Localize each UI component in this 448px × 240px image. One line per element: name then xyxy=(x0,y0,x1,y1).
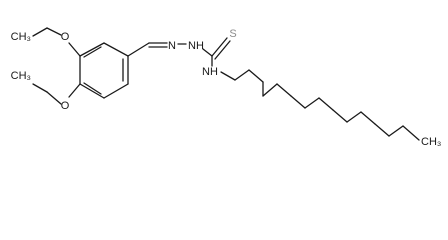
oxygen-atom-top: O xyxy=(61,31,70,43)
aryl-oxygen-bond xyxy=(68,83,81,98)
ring-bond xyxy=(79,42,105,57)
benzene-ring xyxy=(79,42,129,99)
sulfur-atom: S xyxy=(229,28,236,40)
ethoxy-group-bottom: O CH₃ xyxy=(11,70,81,112)
ethoxy-bond xyxy=(32,83,48,93)
ethoxy-bond xyxy=(46,91,62,105)
methyl-group-bottom: CH₃ xyxy=(11,70,31,82)
ring-bond xyxy=(103,83,129,99)
nitrogen-carbon-bond xyxy=(202,48,213,57)
chain-bond xyxy=(374,123,390,137)
ethoxy-bond xyxy=(46,27,62,36)
imine-nitrogen: N xyxy=(168,40,176,52)
chain-bond xyxy=(262,83,278,97)
ring-methine-bond xyxy=(127,42,150,57)
ethoxy-bond xyxy=(32,27,48,37)
chain-terminal-methyl: CH₃ xyxy=(421,136,441,148)
oxygen-atom-bottom: O xyxy=(61,100,70,112)
ring-double-bond xyxy=(83,82,102,95)
ring-double-bond xyxy=(83,46,102,58)
chain-bond xyxy=(290,95,306,109)
aryl-oxygen-bond xyxy=(68,42,81,57)
ring-bond xyxy=(103,42,129,57)
chain-bond xyxy=(220,71,236,81)
ethoxy-group-top: O CH₃ xyxy=(11,27,81,57)
chain-bond xyxy=(402,125,420,141)
chain-bond xyxy=(360,111,376,125)
chain-bond xyxy=(332,109,348,123)
hydrazine-nitrogen: NH xyxy=(188,40,204,52)
chain-bond xyxy=(304,97,320,109)
chain-bond xyxy=(388,125,404,137)
chain-bond xyxy=(276,83,292,97)
structure-diagram: O CH₃ O CH₃ N NH S NH CH₃ xyxy=(11,27,441,148)
chain-bond xyxy=(234,69,250,81)
methyl-group-top: CH₃ xyxy=(11,31,31,43)
thiocarbonyl-double-bond xyxy=(211,37,228,57)
thiocarbonyl-double-bond xyxy=(214,40,231,60)
amide-nitrogen: NH xyxy=(202,66,218,78)
chain-bond xyxy=(346,111,362,123)
ring-bond xyxy=(79,83,105,99)
chain-bond xyxy=(248,69,264,83)
dodecyl-chain: CH₃ xyxy=(220,69,441,148)
thiosemicarbazone-linker: N NH S NH xyxy=(127,28,237,78)
chain-bond xyxy=(318,97,334,111)
